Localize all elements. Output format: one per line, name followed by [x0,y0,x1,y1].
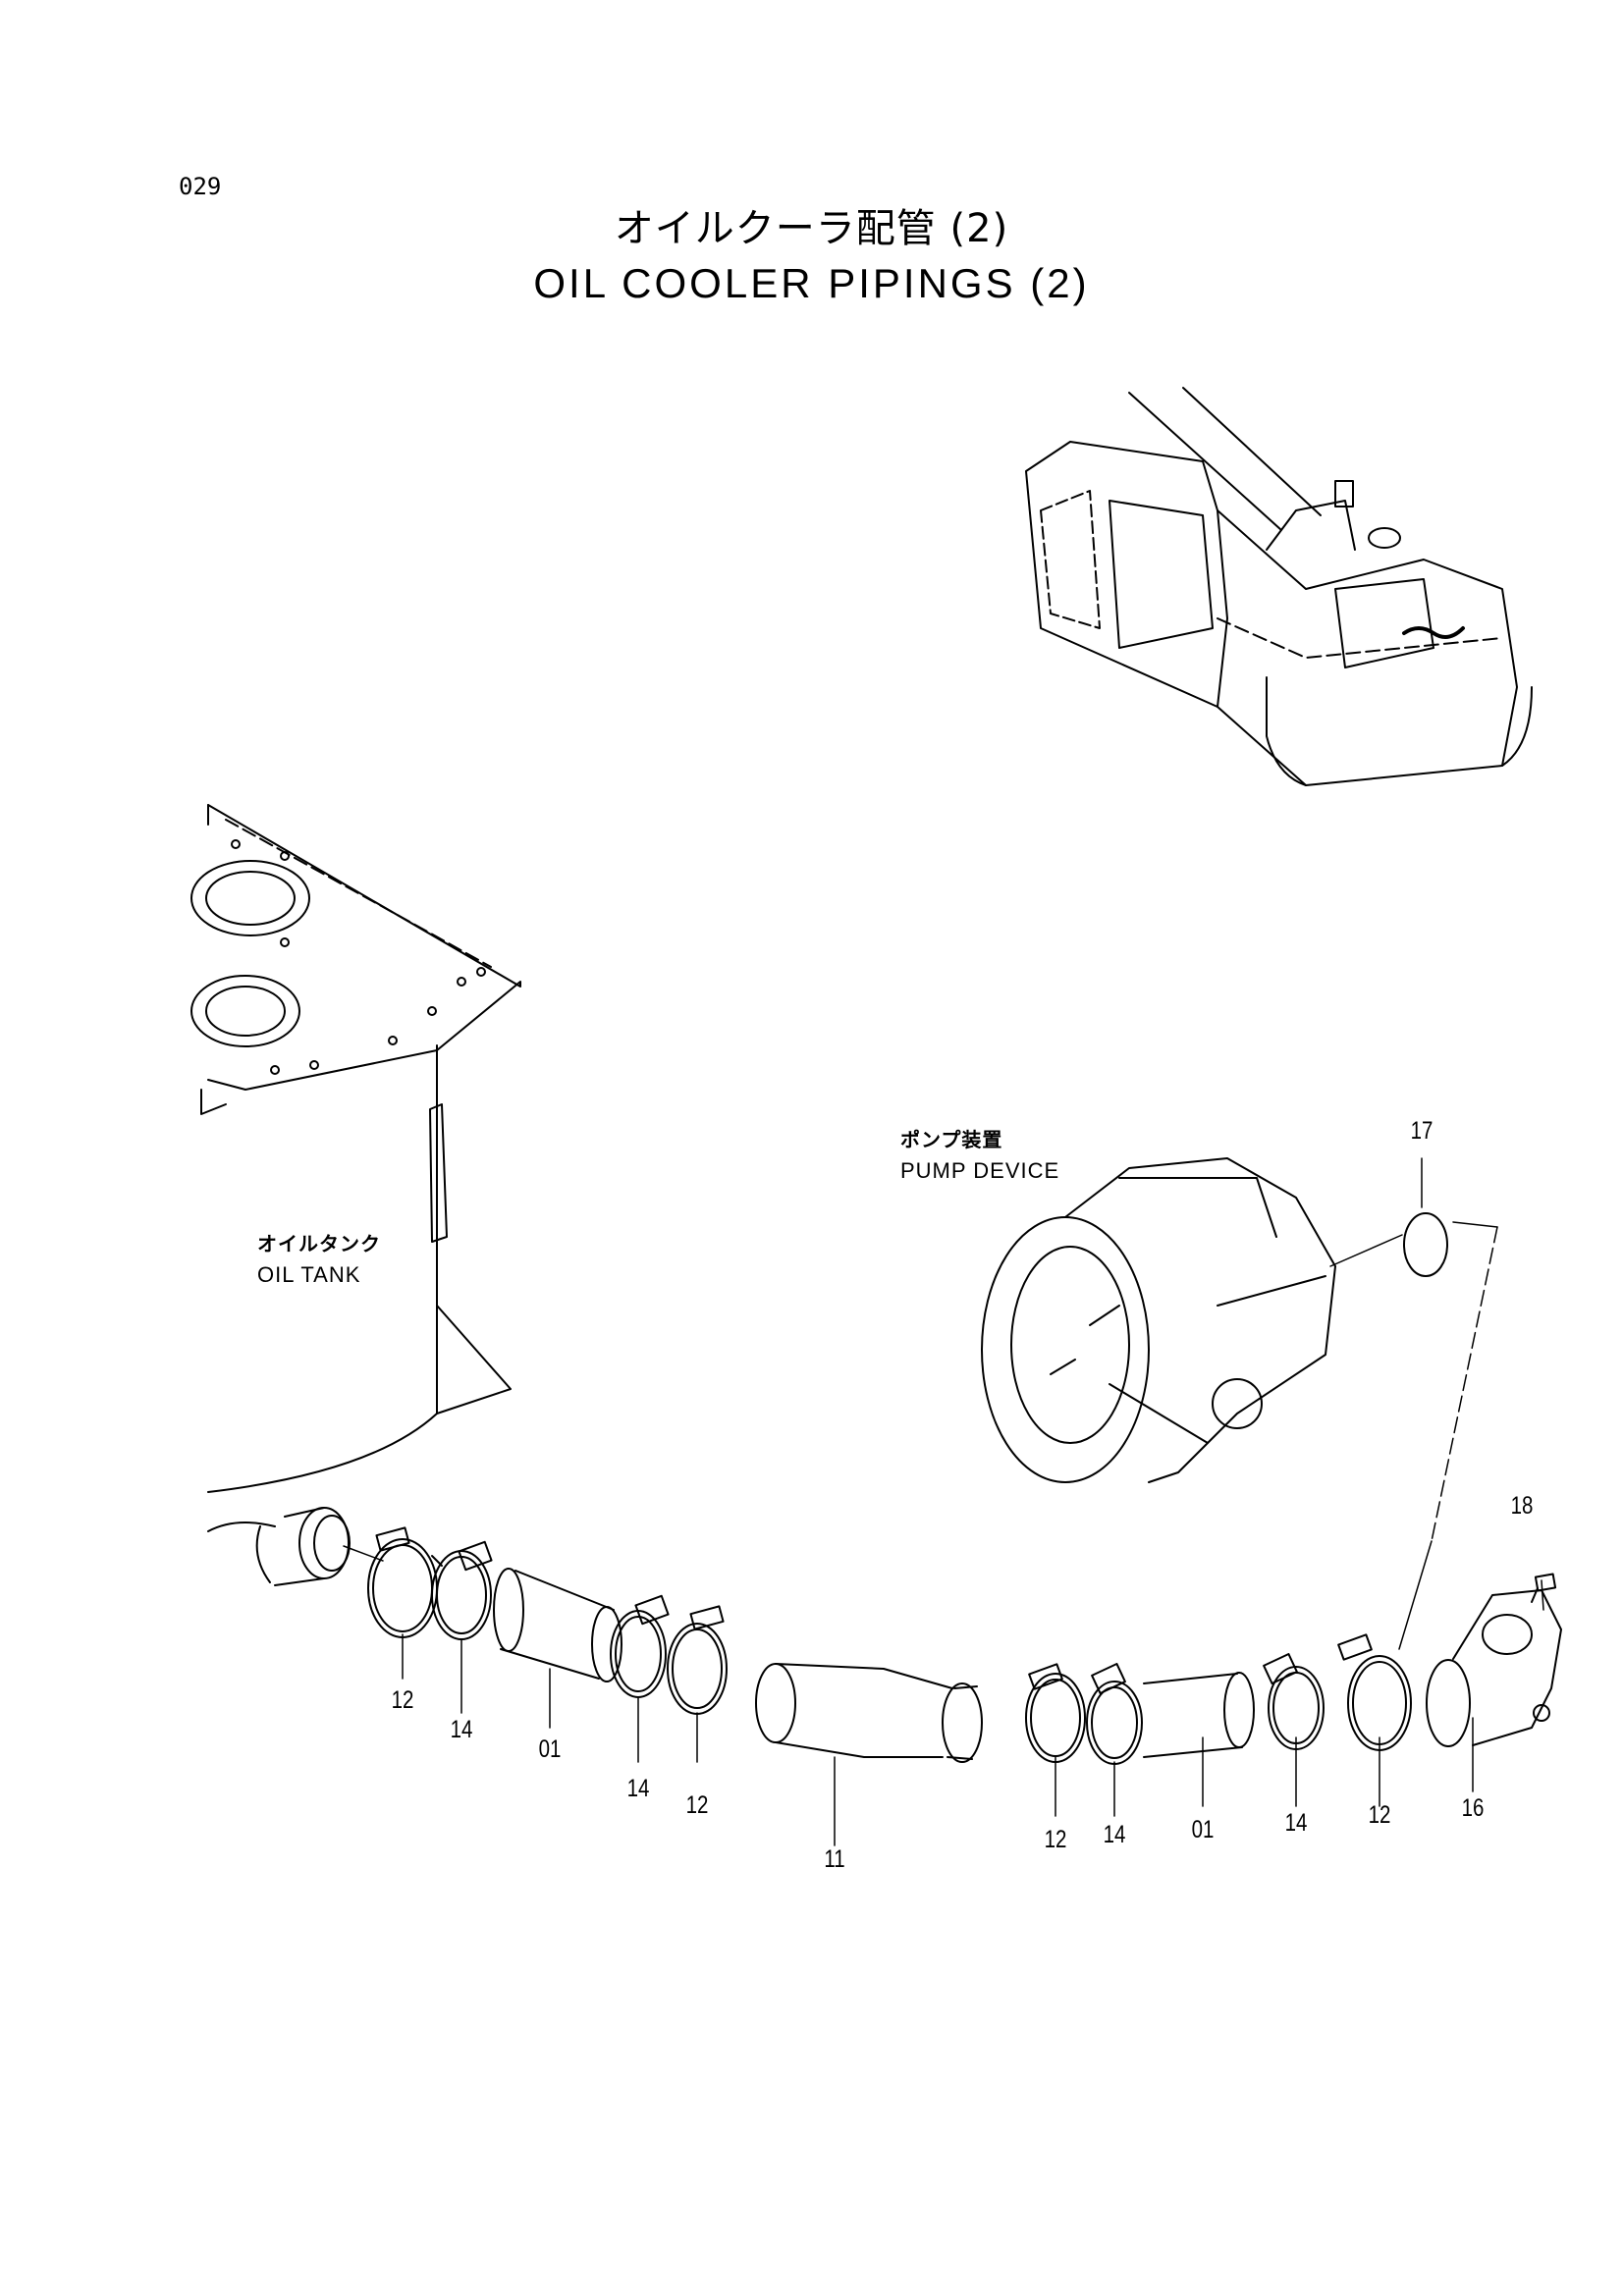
callout-01-b: 01 [1191,1816,1215,1843]
callout-17: 17 [1410,1117,1434,1145]
piping-chain [257,1508,1561,1764]
title-japanese: オイルクーラ配管 (2) [614,206,1009,251]
callout-14-b: 14 [626,1775,650,1802]
leader-lines [344,1158,1543,1845]
o-ring-part-17 [1404,1213,1447,1276]
callout-18: 18 [1510,1492,1534,1520]
callout-14-d: 14 [1284,1809,1308,1837]
callout-12-d: 12 [1368,1801,1391,1829]
excavator-overview [1026,388,1532,785]
pump-device-label-jp: ポンプ装置 [900,1128,1003,1151]
callout-14-c: 14 [1103,1821,1126,1848]
callout-16: 16 [1461,1794,1485,1822]
oil-tank-label-jp: オイルタンク [257,1232,381,1255]
callout-12-a: 12 [391,1686,414,1714]
callout-11: 11 [824,1845,845,1873]
oil-tank-label-en: OIL TANK [257,1262,361,1287]
page-number: 029 [179,173,222,200]
oil-tank [191,805,520,1531]
callout-14-a: 14 [450,1716,473,1743]
pump-device [982,1158,1335,1482]
callout-12-c: 12 [1044,1826,1067,1853]
callout-12-b: 12 [685,1791,709,1819]
pump-device-label-en: PUMP DEVICE [900,1158,1060,1183]
callout-01-a: 01 [538,1735,562,1763]
title-english: OIL COOLER PIPINGS (2) [533,260,1090,306]
page-title: オイルクーラ配管 (2) OIL COOLER PIPINGS (2) [0,201,1623,311]
